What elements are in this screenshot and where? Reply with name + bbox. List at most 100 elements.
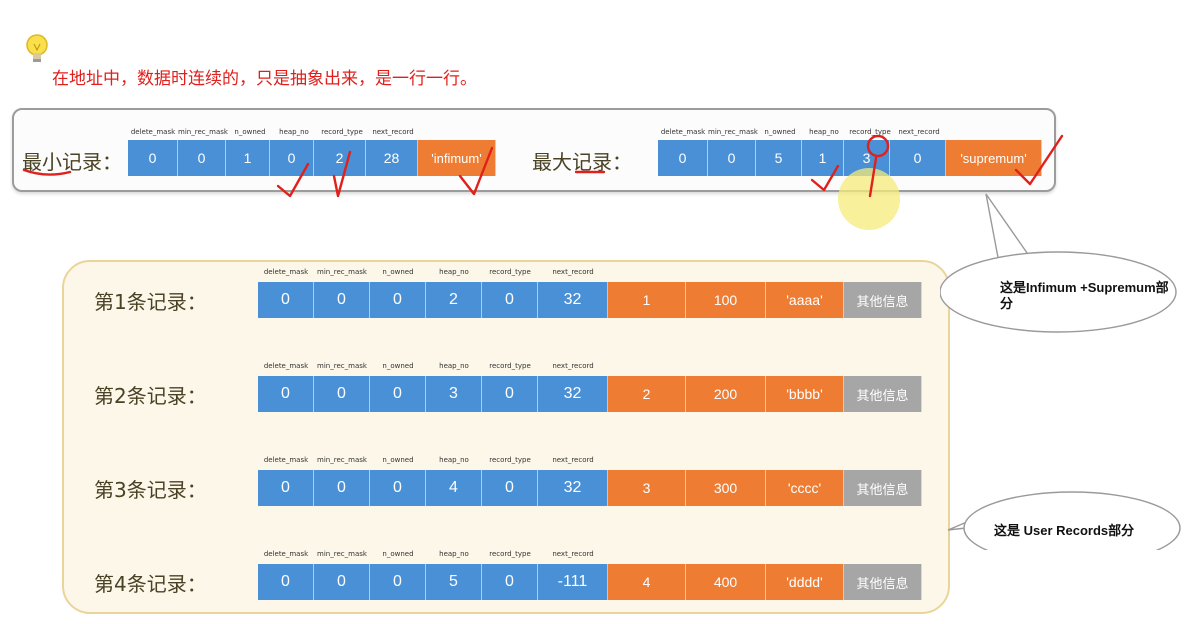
other-info-cell: 其他信息 (844, 282, 922, 318)
infimum-cell: 0 (128, 140, 178, 176)
field-header: delete_mask (130, 128, 176, 136)
record-label: 第2条记录： (94, 384, 207, 408)
field-header: n_owned (382, 362, 414, 370)
field-header: n_owned (764, 128, 796, 136)
header-field-cell: 0 (370, 470, 426, 506)
field-header: next_record (372, 128, 414, 136)
header-field-cell: 0 (482, 564, 538, 600)
field-header: n_owned (382, 268, 414, 276)
record-label: 第3条记录： (94, 478, 207, 502)
data-cell: 200 (686, 376, 766, 412)
supremum-cell: 0 (890, 140, 946, 176)
header-field-cell: 0 (314, 564, 370, 600)
header-field-cell: 0 (314, 282, 370, 318)
field-header: record_type (489, 268, 531, 276)
other-info-cell: 其他信息 (844, 564, 922, 600)
infimum-cell: 0 (270, 140, 314, 176)
infimum-cell: 28 (366, 140, 418, 176)
check-mark (332, 150, 352, 198)
field-header: n_owned (382, 550, 414, 558)
headline: 在地址中，数据时连续的，只是抽象出来，是一行一行。 (52, 69, 477, 89)
supremum-record: 0 0 5 1 3 0 'supremum' (658, 140, 1042, 176)
field-header: next_record (898, 128, 940, 136)
field-header: next_record (552, 456, 594, 464)
infimum-cell: 2 (314, 140, 366, 176)
record-label: 第4条记录： (94, 572, 207, 596)
field-header: heap_no (439, 456, 469, 464)
header-field-cell: 32 (538, 376, 608, 412)
check-mark (458, 146, 494, 196)
header-field-cell: 0 (482, 282, 538, 318)
field-header: min_rec_mask (178, 128, 228, 136)
supremum-cell: 5 (756, 140, 802, 176)
field-header: next_record (552, 268, 594, 276)
data-cell: 'cccc' (766, 470, 844, 506)
infimum-headers: delete_mask min_rec_mask n_owned heap_no… (128, 128, 418, 136)
field-header: heap_no (809, 128, 839, 136)
header-field-cell: 32 (538, 282, 608, 318)
other-info-cell: 其他信息 (844, 470, 922, 506)
header-field-cell: 5 (426, 564, 482, 600)
header-field-cell: 0 (482, 470, 538, 506)
field-header: record_type (489, 550, 531, 558)
data-cell: 2 (608, 376, 686, 412)
field-header: min_rec_mask (317, 550, 367, 558)
check-mark (276, 162, 310, 198)
field-header: heap_no (439, 550, 469, 558)
callout-user-records: 这是 User Records部分 (994, 523, 1135, 538)
data-cell: 400 (686, 564, 766, 600)
other-info-cell: 其他信息 (844, 376, 922, 412)
record-label: 第1条记录： (94, 290, 207, 314)
record-headers: delete_mask min_rec_mask n_owned heap_no rec… (258, 550, 608, 558)
field-header: min_rec_mask (317, 362, 367, 370)
infimum-label: 最小记录： (22, 150, 122, 174)
field-header: record_type (489, 362, 531, 370)
header-field-cell: 0 (314, 470, 370, 506)
data-cell: 'dddd' (766, 564, 844, 600)
data-cell: 3 (608, 470, 686, 506)
infimum-cell: 1 (226, 140, 270, 176)
header-field-cell: 0 (370, 282, 426, 318)
field-header: delete_mask (263, 456, 309, 464)
supremum-label: 最大记录： (532, 150, 632, 174)
field-header: min_rec_mask (708, 128, 758, 136)
supremum-cell: 0 (658, 140, 708, 176)
infimum-cell: 0 (178, 140, 226, 176)
callout-infimum-supremum: 这是Infimum +Supremum部分 (1000, 280, 1169, 311)
data-cell: 'aaaa' (766, 282, 844, 318)
header-field-cell: 2 (426, 282, 482, 318)
header-field-cell: -111 (538, 564, 608, 600)
header-field-cell: 4 (426, 470, 482, 506)
field-header: record_type (321, 128, 363, 136)
field-header: next_record (552, 550, 594, 558)
field-header: record_type (849, 128, 891, 136)
field-header: delete_mask (263, 550, 309, 558)
header-field-cell: 3 (426, 376, 482, 412)
data-cell: 1 (608, 282, 686, 318)
lightbulb-icon (26, 34, 48, 62)
field-header: record_type (489, 456, 531, 464)
check-mark (1014, 134, 1064, 186)
data-cell: 'bbbb' (766, 376, 844, 412)
underline-mark (22, 168, 72, 176)
check-mark (810, 164, 840, 192)
data-cell: 300 (686, 470, 766, 506)
supremum-headers: delete_mask min_rec_mask n_owned heap_no… (658, 128, 948, 136)
header-field-cell: 32 (538, 470, 608, 506)
user-records-box (62, 260, 950, 614)
field-header: heap_no (439, 268, 469, 276)
header-field-cell: 0 (314, 376, 370, 412)
field-header: delete_mask (660, 128, 706, 136)
circle-mark (866, 134, 890, 158)
field-header: min_rec_mask (317, 268, 367, 276)
header-field-cell: 0 (258, 282, 314, 318)
field-header: heap_no (439, 362, 469, 370)
data-cell: 4 (608, 564, 686, 600)
